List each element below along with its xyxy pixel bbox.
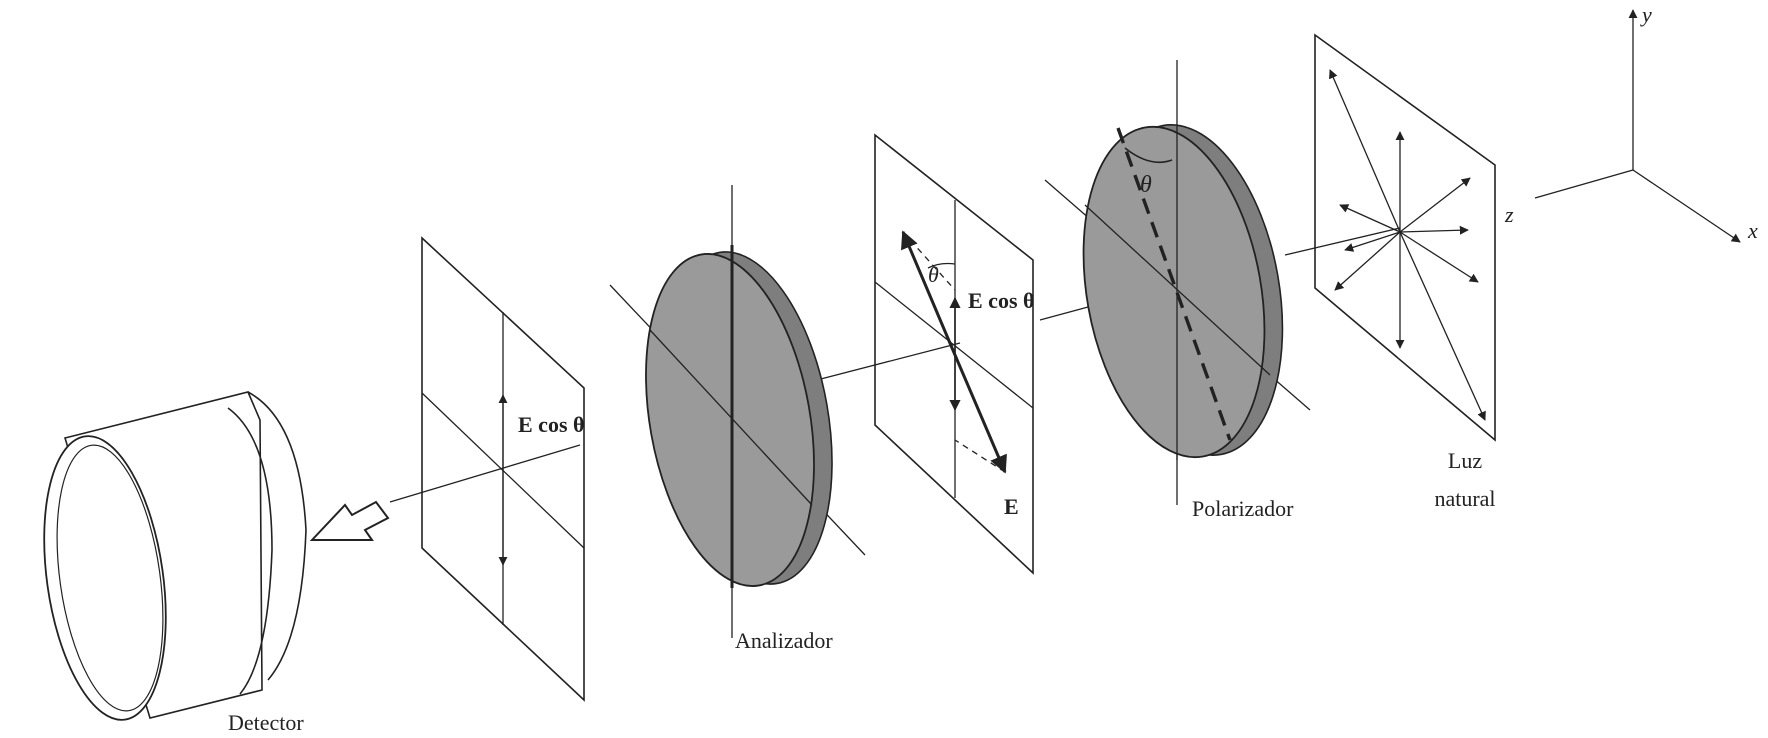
z-axis-label: z bbox=[1504, 202, 1514, 227]
x-axis bbox=[1632, 169, 1741, 243]
natural-light-frame bbox=[1314, 33, 1496, 442]
coordinate-axes: y z x bbox=[1504, 2, 1758, 243]
e-vector-down bbox=[953, 354, 1007, 474]
e-cos-theta-left-label: E cos θ bbox=[518, 412, 584, 437]
lightning-arrow-icon bbox=[309, 500, 390, 541]
analyzer: Analizador bbox=[609, 185, 866, 653]
polarizer-disk bbox=[1082, 125, 1266, 459]
middle-theta-label: θ bbox=[928, 262, 939, 287]
natural-light-label-1: Luz bbox=[1448, 448, 1482, 473]
z-axis bbox=[1534, 169, 1634, 199]
x-axis-label: x bbox=[1747, 218, 1758, 243]
natural-light-panel: Luz natural bbox=[1314, 33, 1496, 511]
e-cos-theta-middle-label: E cos θ bbox=[968, 288, 1034, 313]
detector-face bbox=[43, 435, 167, 721]
polarizer: θ Polarizador bbox=[1044, 60, 1311, 521]
left-panel-frame bbox=[421, 236, 585, 702]
left-field-panel: E cos θ bbox=[421, 236, 585, 702]
middle-field-panel: θ E cos θ E bbox=[874, 133, 1034, 575]
e-vector-up bbox=[901, 230, 957, 356]
polarizer-theta-arc bbox=[1124, 147, 1173, 164]
polarizer-transmission-axis bbox=[1116, 127, 1232, 441]
middle-panel-frame bbox=[874, 133, 1034, 575]
e-vector-label: E bbox=[1004, 494, 1019, 519]
polarizer-label: Polarizador bbox=[1192, 496, 1294, 521]
detector-label: Detector bbox=[228, 710, 304, 735]
analyzer-label: Analizador bbox=[735, 628, 833, 653]
light-beam-arrow bbox=[309, 500, 390, 541]
y-axis-label: y bbox=[1640, 2, 1652, 27]
natural-light-label-2: natural bbox=[1434, 486, 1495, 511]
natural-light-vectors bbox=[1329, 69, 1486, 421]
polarizer-theta-label: θ bbox=[1140, 172, 1152, 198]
analyzer-disk bbox=[645, 253, 815, 587]
detector: Detector bbox=[43, 391, 307, 735]
